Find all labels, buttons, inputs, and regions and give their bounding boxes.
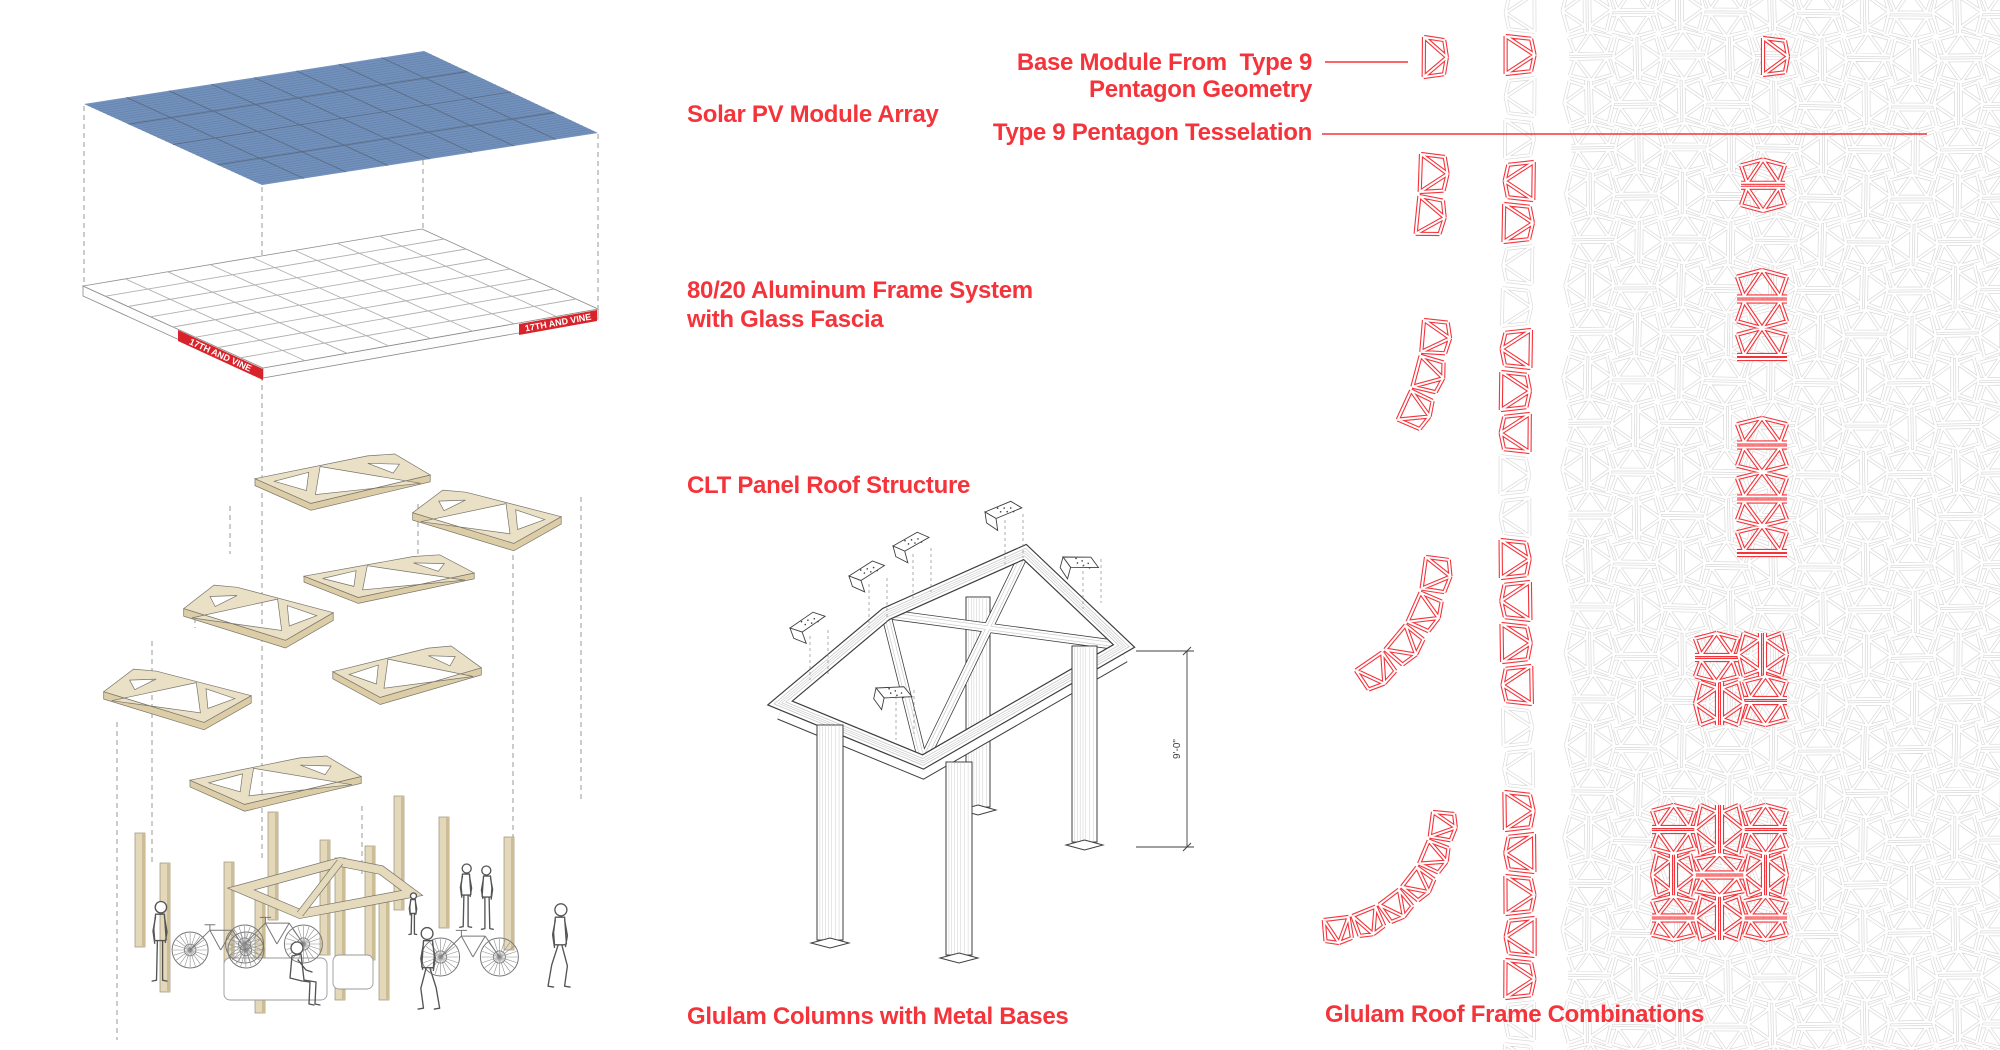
- svg-text:Glulam Roof Frame Combinations: Glulam Roof Frame Combinations: [1325, 1001, 1704, 1028]
- svg-text:Pentagon Geometry: Pentagon Geometry: [1089, 76, 1313, 103]
- svg-text:Base Module From Type 9: Base Module From Type 9: [1017, 49, 1312, 76]
- svg-text:Type 9 Pentagon Tesselation: Type 9 Pentagon Tesselation: [993, 119, 1312, 146]
- svg-text:Glulam Columns with Metal Base: Glulam Columns with Metal Bases: [687, 1003, 1068, 1030]
- svg-text:Solar PV Module Array: Solar PV Module Array: [687, 101, 940, 128]
- svg-text:9'-0": 9'-0": [1172, 739, 1183, 759]
- svg-text:80/20 Aluminum Frame System: 80/20 Aluminum Frame System: [687, 277, 1033, 304]
- svg-text:CLT Panel Roof Structure: CLT Panel Roof Structure: [687, 472, 970, 499]
- svg-text:with Glass Fascia: with Glass Fascia: [686, 306, 884, 333]
